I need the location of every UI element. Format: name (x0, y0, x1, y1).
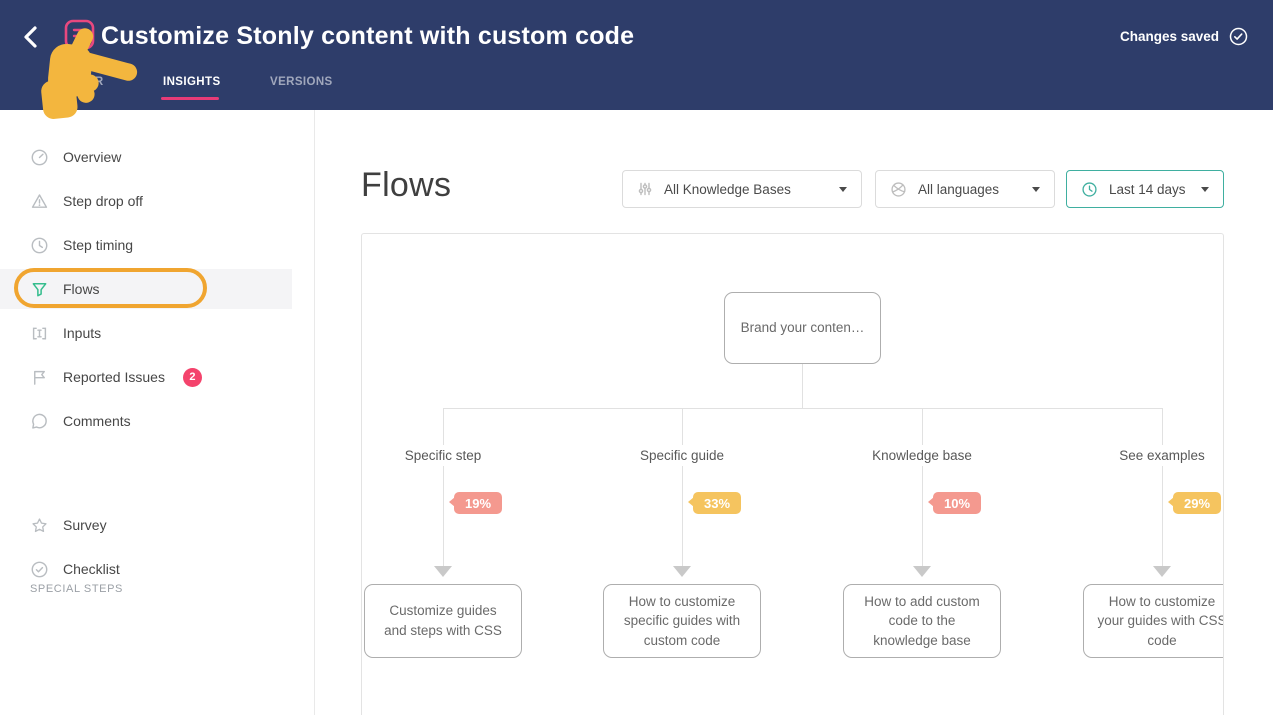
funnel-icon (30, 280, 49, 299)
flow-target-node[interactable]: Customize guides and steps with CSS (364, 584, 522, 658)
gauge-icon (30, 148, 49, 167)
clock-icon (1081, 181, 1098, 198)
tab-insights[interactable]: INSIGHTS (163, 76, 221, 88)
branch-label: Specific step (395, 445, 491, 466)
flow-target-node[interactable]: How to customize your guides with CSS co… (1083, 584, 1223, 658)
sidebar-item-checklist[interactable]: Checklist (0, 549, 292, 589)
flow-target-node[interactable]: How to add custom code to the knowledge … (843, 584, 1001, 658)
guide-document-icon (62, 17, 97, 52)
filter-value: All Knowledge Bases (664, 181, 791, 197)
percent-badge: 19% (448, 492, 503, 514)
connector-line (443, 408, 1162, 409)
sidebar-item-label: Reported Issues (63, 369, 165, 385)
sidebar-item-label: Inputs (63, 325, 102, 341)
sliders-icon (637, 181, 653, 197)
star-icon (30, 516, 49, 535)
sidebar-item-step-drop-off[interactable]: Step drop off (0, 181, 292, 221)
filter-value: Last 14 days (1109, 181, 1186, 197)
percent-badge: 33% (687, 492, 742, 514)
connector-line (443, 408, 444, 570)
sidebar-item-reported-issues[interactable]: Reported Issues 2 (0, 357, 292, 397)
sidebar-item-label: Checklist (63, 561, 120, 577)
flag-icon (30, 368, 49, 387)
sidebar-item-label: Survey (63, 517, 107, 533)
page-title: Customize Stonly content with custom cod… (101, 22, 635, 50)
connector-line (1162, 408, 1163, 570)
connector-line (802, 364, 803, 408)
back-icon[interactable] (22, 25, 42, 49)
flow-target-node[interactable]: How to customize specific guides with cu… (603, 584, 761, 658)
sidebar-item-comments[interactable]: Comments (0, 401, 292, 441)
sidebar-item-label: Step drop off (63, 193, 143, 209)
warning-icon (30, 192, 49, 211)
arrow-down-icon (673, 566, 691, 577)
sidebar-item-flows[interactable]: Flows (0, 269, 292, 309)
connector-line (682, 408, 683, 570)
branch-label: See examples (1110, 445, 1214, 466)
branch-label: Specific guide (630, 445, 734, 466)
special-steps-section-label: SPECIAL STEPS (30, 583, 123, 595)
clock-icon (30, 236, 49, 255)
tab-editor[interactable]: EDITOR (58, 76, 104, 88)
percent-badge: 10% (927, 492, 982, 514)
chevron-down-icon (839, 186, 847, 192)
branch-label: Knowledge base (863, 445, 981, 466)
active-tab-underline (161, 97, 219, 100)
sidebar-item-step-timing[interactable]: Step timing (0, 225, 292, 265)
sidebar-item-overview[interactable]: Overview (0, 137, 292, 177)
flow-root-node[interactable]: Brand your conten… (724, 292, 881, 364)
chevron-down-icon (1201, 186, 1209, 192)
sidebar-item-label: Comments (63, 413, 131, 429)
percent-badge: 29% (1167, 492, 1222, 514)
comment-icon (30, 412, 49, 431)
language-filter-dropdown[interactable]: All languages (875, 170, 1055, 208)
sidebar-item-survey[interactable]: Survey (0, 505, 292, 545)
filter-value: All languages (918, 181, 1000, 197)
input-icon (30, 324, 49, 343)
sidebar-item-label: Overview (63, 149, 122, 165)
top-header: Customize Stonly content with custom cod… (0, 0, 1273, 110)
knowledge-base-filter-dropdown[interactable]: All Knowledge Bases (622, 170, 862, 208)
issues-count-badge: 2 (182, 367, 202, 387)
saved-check-icon (1229, 27, 1248, 46)
save-status: Changes saved (1120, 27, 1248, 46)
flows-heading: Flows (361, 166, 452, 204)
connector-line (922, 408, 923, 570)
flows-chart-card: Brand your conten… Specific step 19% Cus… (361, 233, 1224, 715)
sidebar-item-inputs[interactable]: Inputs (0, 313, 292, 353)
arrow-down-icon (913, 566, 931, 577)
sidebar-item-label: Step timing (63, 237, 134, 253)
sidebar-item-label: Flows (63, 281, 100, 297)
arrow-down-icon (434, 566, 452, 577)
insights-sidebar: Overview Step drop off Step timing Flows… (0, 110, 315, 715)
globe-icon (890, 181, 907, 198)
tab-versions[interactable]: VERSIONS (270, 76, 333, 88)
chevron-down-icon (1032, 186, 1040, 192)
check-circle-icon (30, 560, 49, 579)
save-status-label: Changes saved (1119, 29, 1219, 44)
arrow-down-icon (1153, 566, 1171, 577)
date-range-filter-dropdown[interactable]: Last 14 days (1066, 170, 1224, 208)
